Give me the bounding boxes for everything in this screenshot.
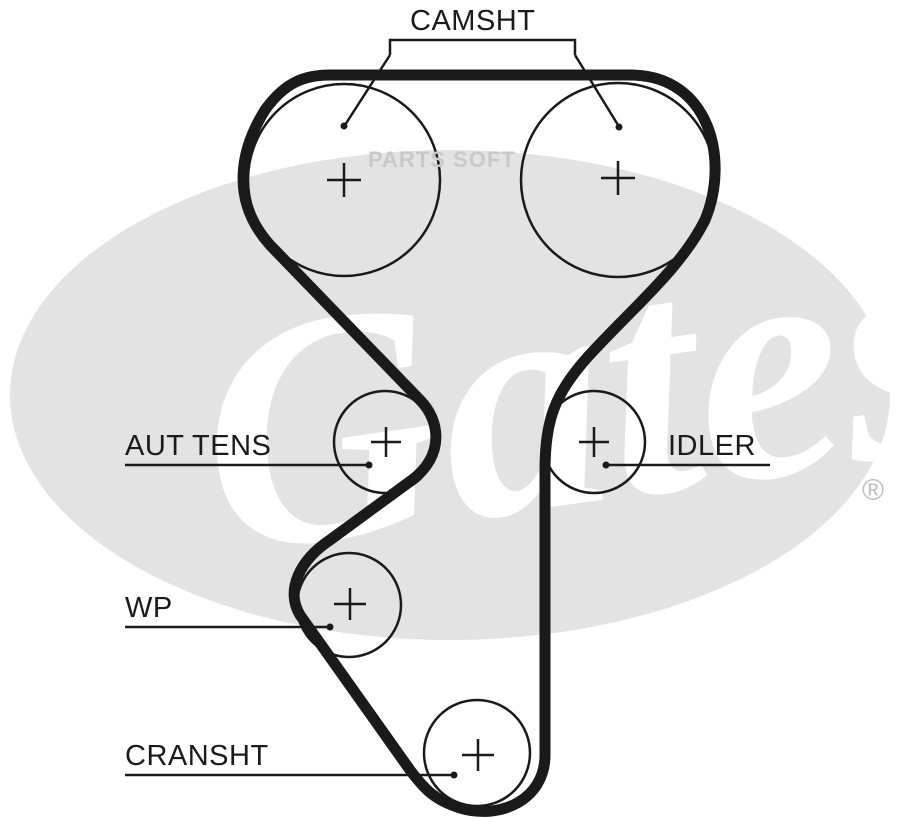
camshaft-label: CAMSHT [410, 5, 535, 37]
idler-dot [602, 461, 610, 469]
aut-tens-dot [365, 461, 373, 469]
wp-label: WP [125, 592, 173, 624]
aut-tens-label: AUT TENS [125, 430, 271, 462]
timing-belt [237, 69, 721, 817]
leader-lines [125, 38, 770, 777]
center-marks [327, 161, 635, 771]
camshaft-right-center-mark [601, 161, 635, 195]
leader-dots [326, 122, 623, 779]
registered-mark: ® [862, 474, 884, 507]
cransht-dot [450, 771, 458, 779]
idler-center-mark [579, 427, 609, 457]
cransht-label: CRANSHT [125, 740, 269, 772]
crankshaft-center-mark [462, 739, 494, 771]
water-pump-center-mark [334, 588, 366, 620]
camshaft-right-dot [615, 123, 623, 131]
camshaft-leader-line [343, 38, 620, 126]
wp-dot [326, 623, 334, 631]
watermark-text: PARTS SOFT [368, 147, 516, 172]
tensioner-center-mark [371, 427, 401, 457]
brand-logo: Gates ® [10, 150, 900, 640]
camshaft-left-center-mark [327, 163, 361, 197]
idler-label: IDLER [668, 430, 756, 462]
camshaft-left-dot [340, 122, 348, 130]
